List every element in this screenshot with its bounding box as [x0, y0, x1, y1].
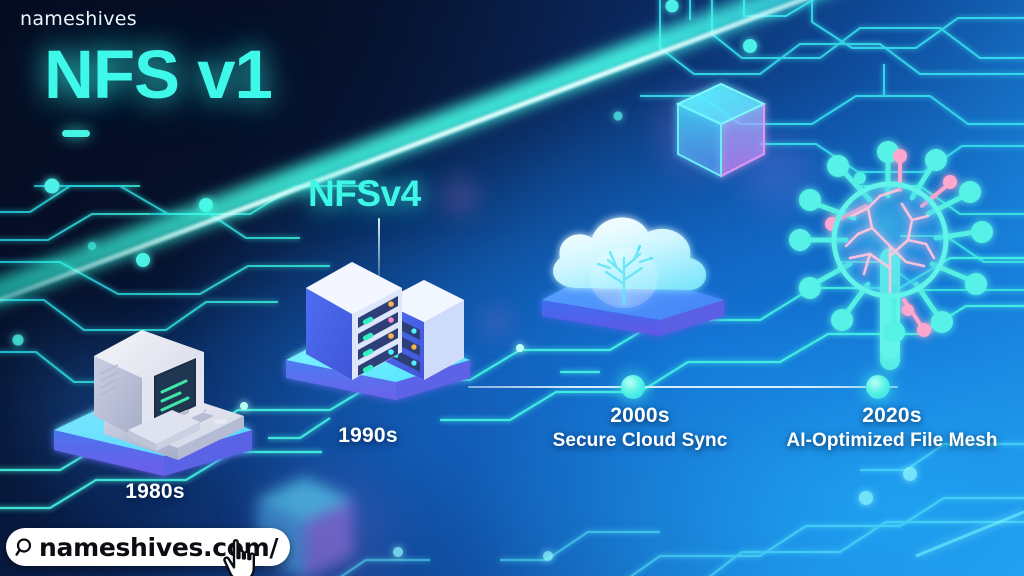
- milestone-caption-2020s: AI-Optimized File Mesh: [786, 429, 998, 451]
- timeline-rail: [468, 386, 898, 388]
- retro-computer-icon: [54, 330, 252, 476]
- milestone-year-1980s: 1980s: [125, 480, 185, 503]
- milestone-label-1980s: 1980s: [85, 480, 225, 505]
- milestone-year-1990s: 1990s: [338, 424, 398, 447]
- milestone-label-2000s: 2000s Secure Cloud Sync: [530, 404, 750, 453]
- milestone-label-1990s: 1990s: [298, 424, 438, 449]
- cloud-tree-icon: [542, 217, 724, 336]
- milestone-year-2020s: 2020s: [862, 404, 922, 427]
- search-icon: [15, 537, 32, 556]
- era-label-nfsv4: NFSv4: [308, 173, 421, 214]
- era-label-connector: [378, 218, 380, 276]
- milestone-caption-2000s: Secure Cloud Sync: [552, 429, 728, 451]
- neural-mesh-icon: [789, 141, 993, 370]
- page-title: NFS v1: [44, 36, 273, 113]
- hand-cursor-icon: [223, 539, 255, 576]
- milestone-label-2020s: 2020s AI-Optimized File Mesh: [760, 404, 1024, 453]
- timeline-node-2000s[interactable]: [621, 375, 645, 399]
- translucent-cube-icon: [675, 82, 767, 178]
- milestone-year-2000s: 2000s: [610, 404, 670, 427]
- server-rack-icon: [286, 262, 470, 400]
- timeline-node-2020s[interactable]: [866, 375, 890, 399]
- title-underline-accent: [62, 130, 90, 137]
- brand-logo: nameshives: [20, 8, 137, 30]
